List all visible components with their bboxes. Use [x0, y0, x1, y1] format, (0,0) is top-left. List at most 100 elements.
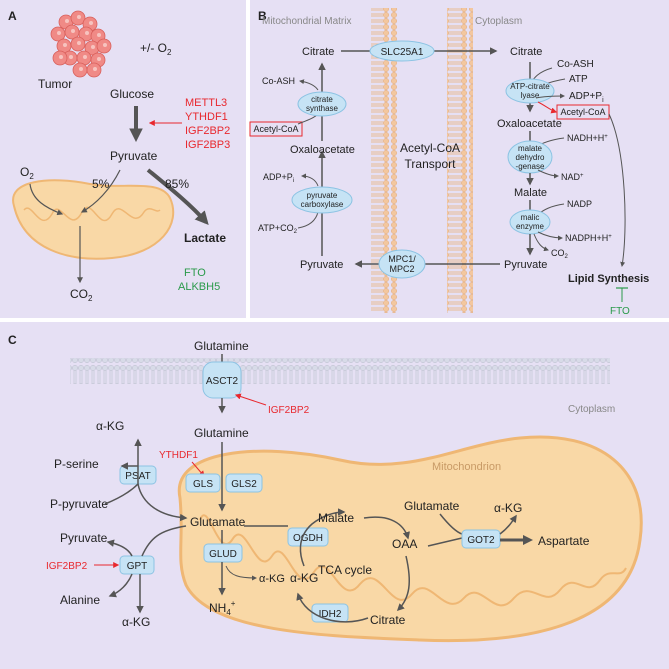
- acetyl-coa-box-right: [556, 104, 610, 120]
- eraser-item: ALKBH5: [178, 281, 220, 293]
- pyruvate-carboxylase-enzyme: pyruvate carboxylase: [291, 186, 353, 214]
- acetyl-coa-left: Acetyl-CoA: [253, 124, 298, 134]
- atp-label: ATP: [569, 74, 588, 85]
- cytoplasm-label-c: Cytoplasm: [568, 404, 615, 415]
- tumor-cell-nucleus: [63, 43, 67, 47]
- malic-line2: enzyme: [516, 222, 545, 231]
- got2-label: GOT2: [467, 535, 495, 546]
- writer-item: IGF2BP3: [185, 139, 230, 151]
- tumor-cell-nucleus: [89, 21, 93, 25]
- alanine-label: Alanine: [60, 593, 100, 607]
- malate-c: Malate: [318, 511, 354, 525]
- acl-line2: lyase: [521, 91, 540, 100]
- mito-matrix-label: Mitochondrial Matrix: [262, 16, 351, 27]
- nh4-label: NH4+: [209, 599, 236, 617]
- asct2-transporter: ASCT2: [202, 361, 242, 399]
- nad-label: NAD+: [561, 172, 584, 182]
- tumor-cell-nucleus: [59, 55, 63, 59]
- tumor-cell-nucleus: [57, 31, 61, 35]
- acetyl-coa-transport-label-1: Acetyl-CoA: [400, 141, 460, 155]
- mdh-line3: -genase: [516, 162, 545, 171]
- ythdf1-label: YTHDF1: [159, 450, 198, 461]
- akg-mid-small: α-KG: [259, 573, 285, 585]
- pserine-label: P-serine: [54, 457, 99, 471]
- tumor-cell-nucleus: [77, 15, 81, 19]
- pyruvate-right: Pyruvate: [504, 259, 547, 271]
- adp-pi-left: ADP+Pi: [263, 172, 294, 184]
- citrate-synthase-enzyme: citrate synthase: [297, 91, 347, 117]
- lipid-synthesis-label: Lipid Synthesis: [568, 273, 649, 285]
- mpc-transporter: MPC1/ MPC2: [378, 249, 426, 279]
- acetyl-coa-right: Acetyl-CoA: [560, 107, 605, 117]
- oxygen-condition: +/- O2: [140, 41, 172, 57]
- coash-left: Co-ASH: [262, 76, 295, 86]
- atp-co2-label: ATP+CO2: [258, 223, 298, 235]
- glutamine-top: Glutamine: [194, 339, 249, 353]
- malate-dehydrogenase-enzyme: malate dehydro -genase: [507, 140, 553, 174]
- plasma-membrane: [70, 358, 610, 384]
- tumor-cell-nucleus: [77, 41, 81, 45]
- ogdh-label: OGDH: [293, 533, 323, 544]
- igf2bp2-top: IGF2BP2: [268, 405, 310, 416]
- aspartate-label: Aspartate: [538, 534, 590, 548]
- tca-cycle-label: TCA cycle: [318, 563, 372, 577]
- tumor-cell-nucleus: [65, 19, 69, 23]
- writer-item: METTL3: [185, 97, 227, 109]
- akg-bottom: α-KG: [122, 615, 150, 629]
- nadh-label: NADH+H+: [567, 133, 608, 143]
- atp-citrate-lyase-enzyme: ATP-citrate lyase: [505, 78, 555, 104]
- mdh-line1: malate: [518, 144, 543, 153]
- pyruvate-label: Pyruvate: [110, 149, 158, 163]
- tumor-cell-nucleus: [93, 67, 97, 71]
- acl-line1: ATP-citrate: [510, 82, 550, 91]
- gpt-label: GPT: [127, 561, 148, 572]
- glutamate-right: Glutamate: [404, 499, 460, 513]
- cs-line2: synthase: [306, 104, 339, 113]
- gls2-enzyme: GLS2: [225, 473, 263, 493]
- gpt-enzyme: GPT: [119, 555, 155, 575]
- nadph-label: NADPH+H+: [565, 233, 612, 243]
- co2-label: CO2: [70, 287, 93, 303]
- pyruvate-left: Pyruvate: [300, 259, 343, 271]
- got2-enzyme: GOT2: [461, 529, 501, 549]
- glutamine-mid: Glutamine: [194, 426, 249, 440]
- tumor-cell-nucleus: [97, 33, 101, 37]
- mpc-line1: MPC1/: [388, 254, 416, 264]
- mitochondrion-icon: [12, 179, 175, 260]
- gls-enzyme: GLS: [185, 473, 221, 493]
- acetyl-coa-transport-label-2: Transport: [405, 157, 457, 171]
- pyruvate-c: Pyruvate: [60, 531, 108, 545]
- glud-enzyme: GLUD: [203, 543, 243, 563]
- writer-item: YTHDF1: [185, 111, 228, 123]
- percent-85-label: 85%: [165, 177, 189, 191]
- tumor-cell-nucleus: [69, 55, 73, 59]
- citrate-c: Citrate: [370, 613, 406, 627]
- co2-label-b: CO2: [551, 248, 569, 260]
- panel-a-letter: A: [8, 9, 17, 23]
- ppyruvate-label: P-pyruvate: [50, 497, 108, 511]
- coash-right: Co-ASH: [557, 59, 594, 70]
- acetyl-coa-box-left: [249, 121, 303, 137]
- tumor-cell-nucleus: [103, 43, 107, 47]
- glud-label: GLUD: [209, 549, 237, 560]
- tumor-cell-nucleus: [97, 57, 101, 61]
- citrate-left: Citrate: [302, 46, 334, 58]
- idh2-label: IDH2: [319, 609, 342, 620]
- glucose-label: Glucose: [110, 87, 154, 101]
- malic-line1: malic: [521, 213, 540, 222]
- percent-5-label: 5%: [92, 177, 110, 191]
- mdh-line2: dehydro: [516, 153, 545, 162]
- adp-pi-right: ADP+Pi: [569, 91, 604, 104]
- panel-c-letter: C: [8, 333, 17, 347]
- tumor-cell-nucleus: [83, 55, 87, 59]
- gls2-label: GLS2: [231, 479, 257, 490]
- mpc-line2: MPC2: [389, 264, 414, 274]
- oxaloacetate-left: Oxaloacetate: [290, 144, 355, 156]
- nadp-label: NADP: [567, 199, 592, 209]
- cytoplasm-label-b: Cytoplasm: [475, 16, 522, 27]
- tumor-cell-nucleus: [71, 29, 75, 33]
- tumor-cell-nucleus: [79, 67, 83, 71]
- gls-label: GLS: [193, 479, 213, 490]
- o2-label: O2: [20, 165, 34, 181]
